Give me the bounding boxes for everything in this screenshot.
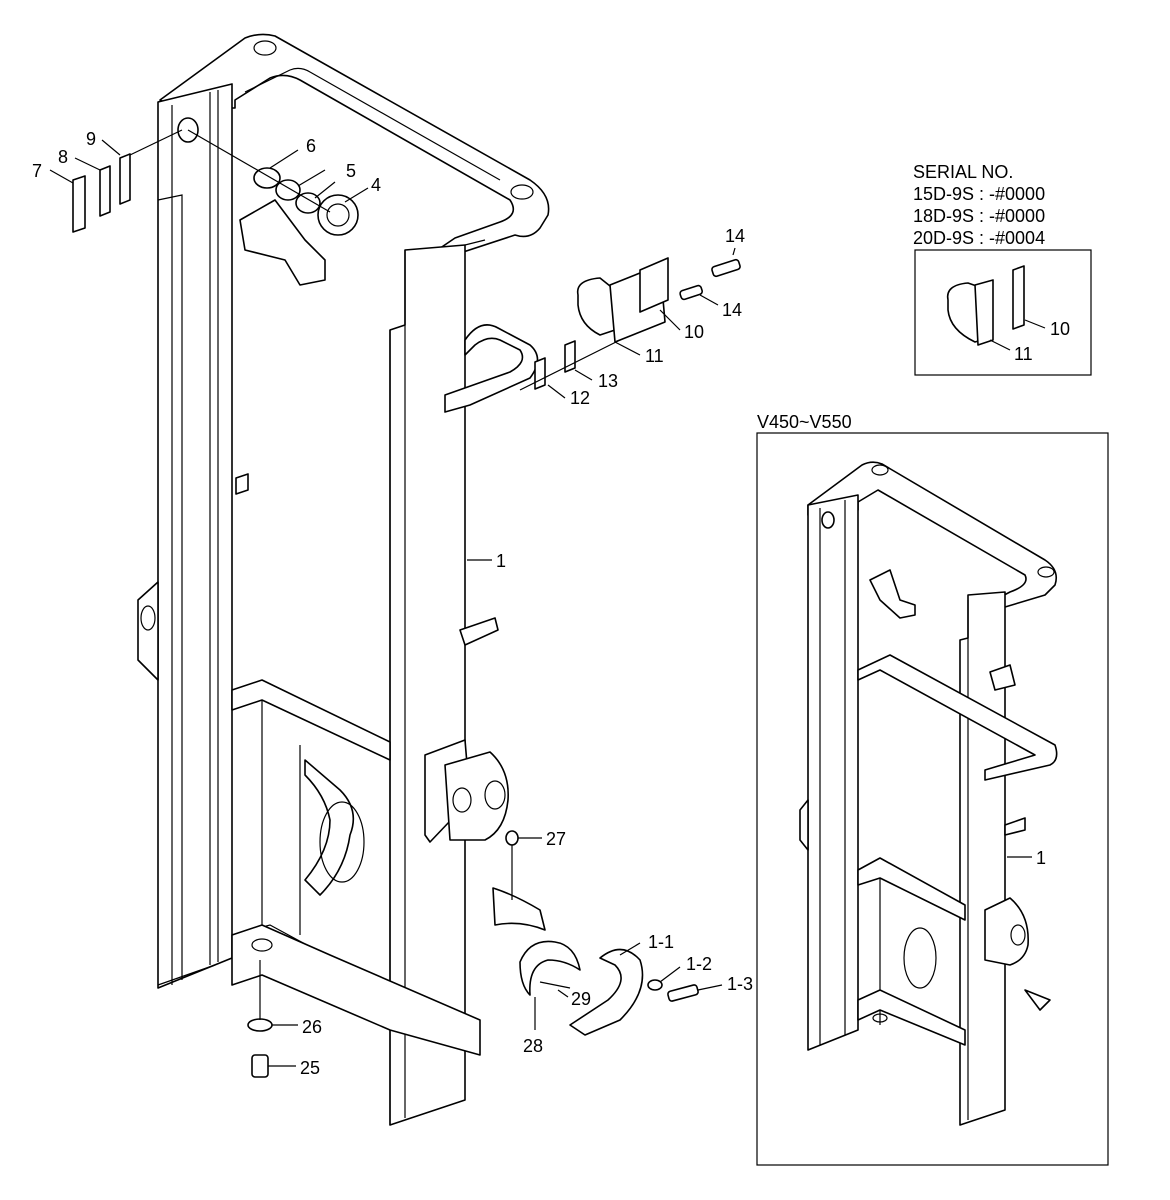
callout-12: 12 <box>570 388 590 408</box>
callout-1: 1 <box>496 551 506 571</box>
callout-26: 26 <box>302 1017 322 1037</box>
trunnion-parts <box>247 830 699 1078</box>
serial-line-2: 18D-9S : -#0000 <box>913 206 1045 226</box>
inset-callout-11: 11 <box>1014 344 1033 364</box>
callout-28: 28 <box>523 1036 543 1056</box>
serial-line-3: 20D-9S : -#0004 <box>913 228 1045 248</box>
serial-inset-frame <box>914 249 1092 376</box>
callout-1-2: 1-2 <box>686 954 712 974</box>
callout-10: 10 <box>684 322 704 342</box>
serial-title: SERIAL NO. <box>913 162 1013 182</box>
callout-4: 4 <box>371 175 381 195</box>
roller-group <box>177 117 359 286</box>
variant-callout-1: 1 <box>1036 848 1046 868</box>
variant-title: V450~V550 <box>757 412 852 432</box>
callout-11: 11 <box>645 346 664 366</box>
leader-lines <box>49 139 736 1067</box>
callout-27: 27 <box>546 829 566 849</box>
shim-6 <box>253 167 281 189</box>
main-mast <box>137 33 550 1126</box>
plates-7-8-9 <box>72 129 183 233</box>
callout-25: 25 <box>300 1058 320 1078</box>
callout-8: 8 <box>58 147 68 167</box>
clamp-assembly <box>519 257 741 391</box>
inset-callout-10: 10 <box>1050 319 1070 339</box>
shim-5b <box>295 192 321 214</box>
callout-6: 6 <box>306 136 316 156</box>
callout-1-3: 1-3 <box>727 974 753 994</box>
callout-9: 9 <box>86 129 96 149</box>
callout-14-bottom: 14 <box>722 300 742 320</box>
callout-1-1: 1-1 <box>648 932 674 952</box>
serial-inset: SERIAL NO. 15D-9S : -#0000 18D-9S : -#00… <box>913 162 1092 376</box>
shim-5a <box>275 179 301 201</box>
variant-inset: V450~V550 1 <box>756 412 1109 1166</box>
callout-13: 13 <box>598 371 618 391</box>
bearing-4 <box>317 194 359 236</box>
serial-line-1: 15D-9S : -#0000 <box>913 184 1045 204</box>
callout-14-top: 14 <box>725 226 745 246</box>
callout-7: 7 <box>32 161 42 181</box>
variant-inset-frame <box>756 432 1109 1166</box>
callout-29: 29 <box>571 989 591 1009</box>
callout-5: 5 <box>346 161 356 181</box>
